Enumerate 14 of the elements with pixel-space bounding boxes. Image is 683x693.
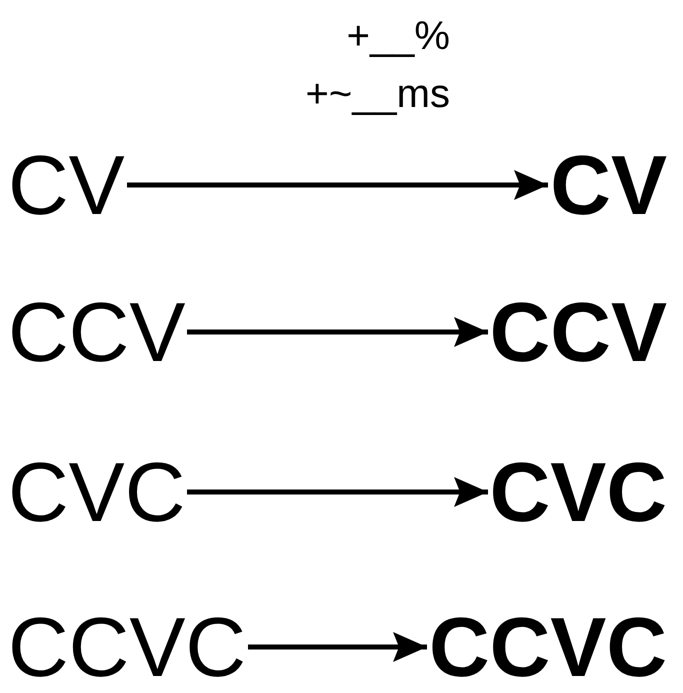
syllable-text: CV (8, 143, 125, 227)
syllable-text: CVC (490, 450, 667, 534)
annotation-text: +~__ms (305, 74, 450, 114)
syllable-text: CCV (8, 290, 186, 374)
arrow (127, 170, 548, 200)
syllable-text: CCVC (428, 605, 667, 689)
syllable-text: CVC (8, 450, 186, 534)
arrow (187, 317, 488, 347)
arrow (187, 477, 488, 507)
annotation-text: +__% (346, 16, 450, 56)
syllable-text: CCVC (8, 605, 246, 689)
arrow (248, 632, 427, 662)
syllable-text: CV (550, 143, 667, 227)
syllable-text: CCV (490, 290, 667, 374)
